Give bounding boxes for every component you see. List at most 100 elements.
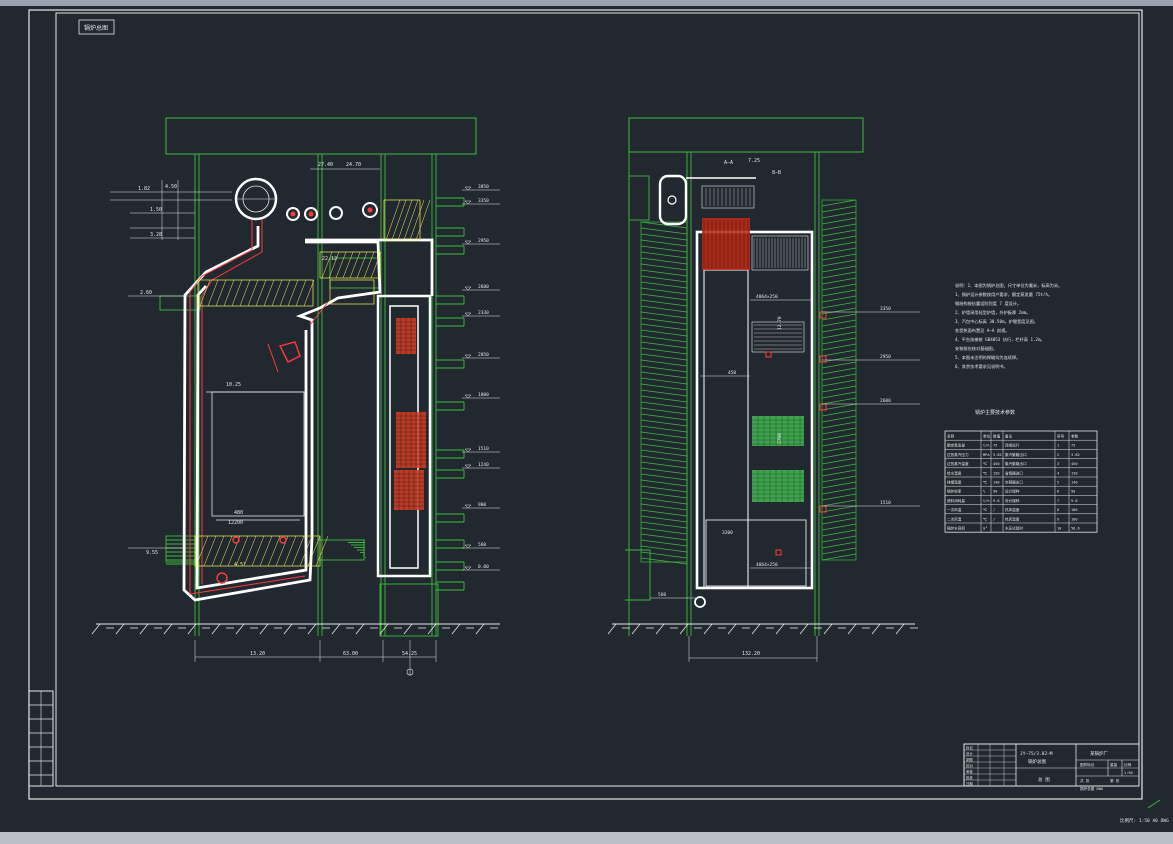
bottom-dim-2: 63.00 [343,651,358,657]
right-inner-2: 450 [728,370,736,376]
note-line-5: 各受热面布置见 A—A 剖视。 [955,327,1009,334]
param-cell-3-2: 150 [993,471,1000,475]
right-furnace-walls [658,174,814,590]
param-cell-9-3: 水压试验时 [1005,526,1023,531]
note-line-1: 1、锅炉设计参数按用户要求，额定蒸发量 75t/h。 [955,291,1052,298]
param-cell-6-4: 7 [1057,499,1059,503]
param-header-5: 参数 [1071,434,1079,439]
level-11: 0.00 [478,564,489,570]
param-cell-2-0: 过热蒸汽温度 [947,461,969,466]
cursor-mark [1147,799,1161,809]
level-6: 1800 [478,392,489,398]
ground-hatching [91,623,498,635]
param-cell-8-3: 热风温度 [1005,516,1020,521]
tb-scale: 1:50 [1124,771,1133,775]
ash-outlet [694,596,706,608]
company-name: 某锅炉厂 [1090,750,1108,757]
param-cell-1-2: 3.82 [993,453,1002,457]
param-cell-0-0: 额定蒸发量 [947,443,965,448]
right-drum-marker [667,195,677,205]
left-dim-6: 9.55 [146,550,158,556]
inner-label-3: 480 [234,510,243,516]
sheet-tag-box [78,19,115,35]
param-cell-6-2: 9.6 [993,499,1000,503]
left-dim-5: 2.60 [140,290,152,296]
note-line-0: 说明：1、本图为锅炉总图，尺寸单位为毫米，标高为米。 [955,282,1062,289]
param-cell-0-2: 75 [993,444,997,448]
steam-drum[interactable] [234,177,278,221]
right-level-0: 3350 [880,306,891,312]
economizers [751,321,805,502]
level-8: 1240 [478,462,489,468]
note-line-8: 5、本图未注明的焊缝均为连续焊。 [955,354,1020,361]
param-cell-7-4: 8 [1057,508,1059,512]
param-cell-8-4: 9 [1057,517,1059,521]
param-cell-9-1: m³ [983,527,987,531]
headers [286,202,378,221]
param-cell-7-3: 热风温度 [1005,507,1020,512]
right-roof-structure [628,117,864,153]
param-cell-4-1: ℃ [983,481,988,485]
sheet-label: 总 图 [1038,776,1050,783]
right-inner-3: 2790 [777,433,783,444]
right-bottom-dim-text: 132.20 [742,651,760,657]
param-cell-4-2: 140 [993,481,1000,485]
param-header-4: 序号 [1057,434,1065,439]
left-dim-3: 1.50 [150,207,162,213]
steel-columns [194,154,439,637]
drawing-inner-frame [55,12,1140,787]
inner-label-1: 10.25 [226,382,241,388]
tb-bottom-caption: 锅炉总图 DWG [1080,786,1103,791]
level-4: 2330 [478,310,489,316]
application-status-bar [0,832,1173,844]
param-cell-7-5: 180 [1071,508,1078,512]
param-cell-2-5: 450 [1071,462,1078,466]
right-level-2: 2600 [880,398,891,404]
revision-row-1: 设计 [966,751,973,756]
param-cell-9-5: 58.6 [1071,527,1080,531]
param-cell-8-1: ℃ [983,517,988,521]
param-header-2: 数值 [993,434,1001,439]
left-dim-1: 1.82 [138,186,150,192]
boiler-side-elevation[interactable]: 27.40 24.70 1.82 4.50 1.50 3.28 2.60 9.5… [91,117,500,676]
param-cell-9-4: 10 [1057,527,1061,531]
inner-label-4: 12200 [228,520,243,526]
tb-cell-1: 图样标记 [1080,762,1095,767]
param-cell-7-2: / [993,508,995,512]
param-cell-4-4: 5 [1057,481,1059,485]
param-header-0: 名称 [947,434,955,439]
revision-row-0: 标记 [966,745,973,750]
param-table-title: 锅炉主要技术参数 [975,409,1015,416]
param-cell-6-0: 燃料消耗量 [947,498,965,503]
header-markers [290,207,373,217]
top-dim-1: 27.40 [318,162,333,168]
param-cell-6-3: 设计煤种 [1005,498,1020,503]
economizer-grid [752,416,804,502]
param-cell-3-5: 150 [1071,471,1078,475]
revision-row-4: 审核 [966,769,973,774]
param-cell-1-5: 3.82 [1071,453,1080,457]
section-label: A—A [724,160,733,166]
boiler-front-section[interactable]: A—A 7.25 8—B 4864×250 450 2790 12.70 486… [607,117,920,662]
bottom-dim-1: 13.20 [250,651,265,657]
level-2: 2950 [478,238,489,244]
level-7: 1510 [478,446,489,452]
param-cell-0-3: 连续运行 [1005,443,1020,448]
param-cell-3-4: 4 [1057,471,1059,475]
param-cell-1-1: MPa [983,453,990,457]
note-line-9: 6、其余技术要求见说明书。 [955,363,1008,370]
elevation-markers: 3850335029502600233020501800151012409005… [462,184,500,571]
bottom-dim-3: 54.25 [402,651,417,657]
tb-cell-2: 重量 [1110,762,1118,767]
param-cell-2-2: 450 [993,462,1000,466]
right-bottom-dim [688,636,818,662]
param-header-1: 单位 [983,434,991,439]
param-cell-4-0: 排烟温度 [947,480,962,485]
drawing-number: JY—75/3.82—M [1020,751,1053,757]
right-inner-1: 4864×250 [756,294,778,300]
